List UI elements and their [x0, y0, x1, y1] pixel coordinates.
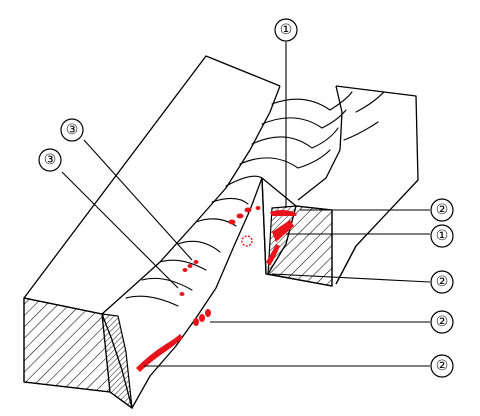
lack-of-fusion-defect: [193, 309, 211, 326]
crack-defect-top: [270, 210, 297, 216]
svg-text:②: ②: [436, 202, 449, 218]
callout-right-3: ②: [430, 270, 454, 294]
callout-right-2: ①: [430, 224, 454, 248]
callout-right-1: ②: [430, 198, 454, 222]
callouts: ① ③ ③ ② ① ② ② ②: [38, 18, 454, 378]
svg-text:②: ②: [436, 314, 449, 330]
defects: [136, 206, 297, 372]
root-elongated-defect: [136, 334, 183, 372]
callout-left-upper: ③: [60, 118, 84, 142]
callout-right-5: ②: [430, 354, 454, 378]
svg-text:③: ③: [66, 122, 79, 138]
porosity-cluster: [228, 206, 261, 225]
porosity-ring: [241, 235, 253, 247]
crack-defect-root: [266, 244, 280, 266]
leader-lines: [61, 42, 431, 367]
surface-inclusions: [179, 260, 199, 296]
svg-text:②: ②: [436, 274, 449, 290]
svg-text:①: ①: [280, 22, 293, 38]
callout-left-lower: ③: [38, 148, 62, 172]
svg-text:①: ①: [436, 228, 449, 244]
callout-right-4: ②: [430, 310, 454, 334]
crack-defect-side: [272, 220, 294, 242]
svg-text:②: ②: [436, 358, 449, 374]
left-bead-section: [101, 313, 133, 410]
callout-top: ①: [274, 18, 298, 42]
svg-text:③: ③: [44, 152, 57, 168]
weld-ripples: [125, 91, 385, 307]
left-section: [23, 297, 111, 393]
